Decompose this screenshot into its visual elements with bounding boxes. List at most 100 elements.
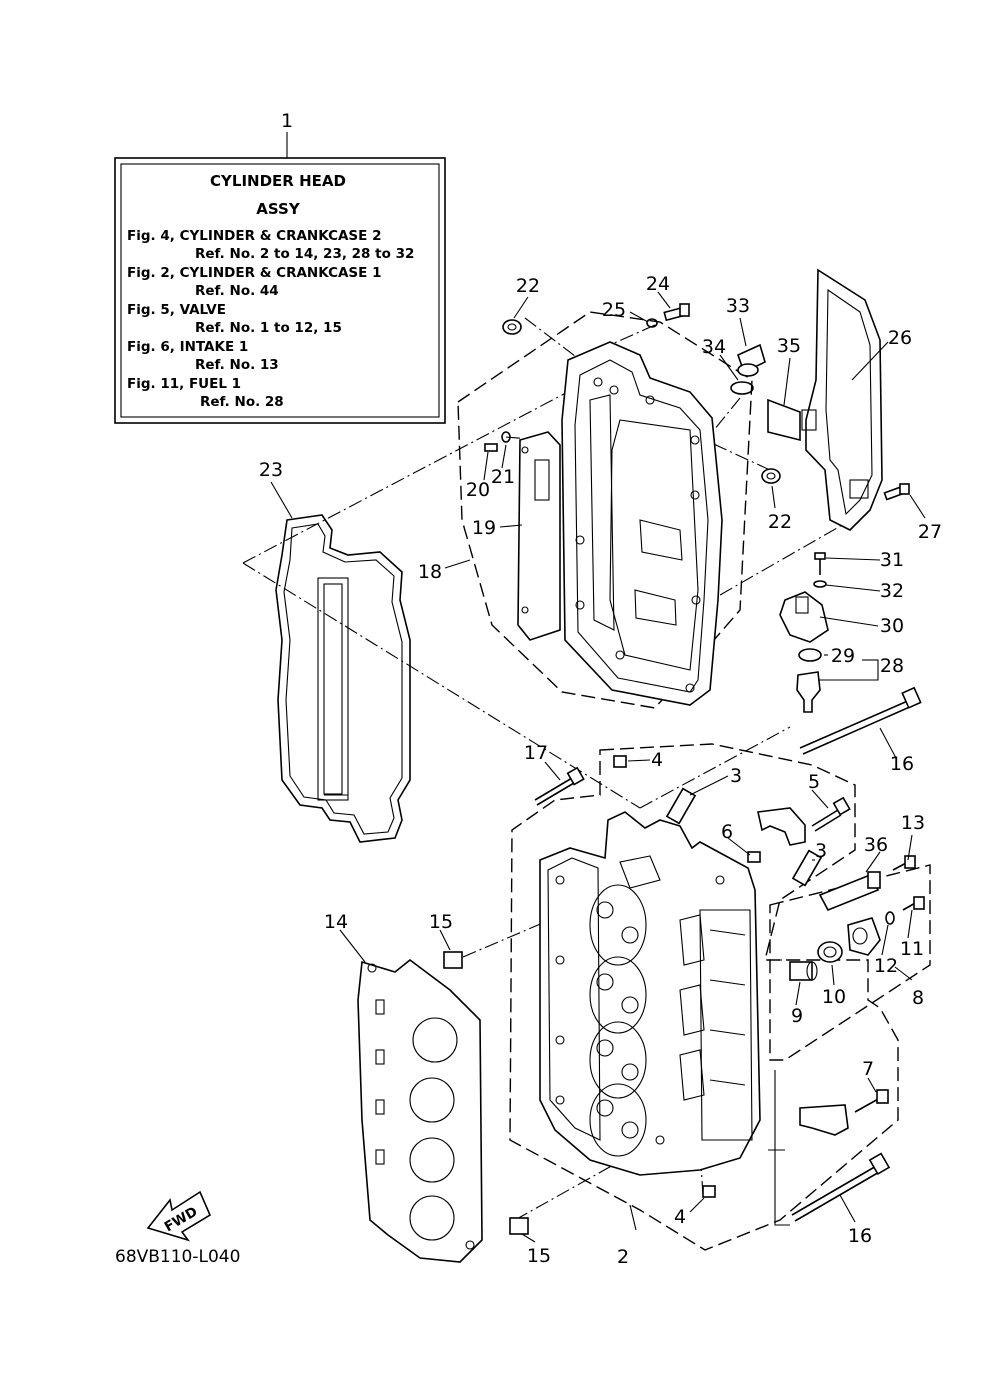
part-26-bracket — [801, 268, 883, 531]
group-outline-cylinder-head-cover — [457, 311, 753, 709]
reference-line: Fig. 4, CYLINDER & CRANKCASE 2 — [127, 228, 381, 244]
callout-8: 8 — [912, 987, 924, 1009]
forward-arrow-icon: FWD — [146, 1190, 212, 1242]
callout-25: 25 — [602, 299, 626, 321]
callout-26: 26 — [888, 327, 912, 349]
part-31-bolt — [814, 552, 826, 575]
callout-33: 33 — [726, 295, 750, 317]
reference-line: Ref. No. 1 to 12, 15 — [195, 320, 342, 336]
part-13-bolt — [892, 855, 916, 871]
callout-15: 15 — [527, 1245, 551, 1267]
part-25-washer — [646, 318, 658, 328]
part-22-grommet — [761, 468, 781, 484]
callout-21: 21 — [491, 466, 515, 488]
reference-line: Ref. No. 13 — [195, 357, 279, 373]
reference-line: Ref. No. 28 — [200, 394, 284, 410]
part-3-dowel — [791, 849, 823, 887]
reference-box: CYLINDER HEAD ASSY Fig. 4, CYLINDER & CR… — [114, 132, 446, 424]
callout-29: 29 — [831, 645, 855, 667]
callout-15: 15 — [429, 911, 453, 933]
part-32-washer — [813, 580, 827, 588]
reference-line-16 — [774, 1070, 790, 1226]
reference-line: Ref. No. 2 to 14, 23, 28 to 32 — [195, 246, 414, 262]
reference-line: Fig. 11, FUEL 1 — [127, 376, 241, 392]
part-4-plug — [702, 1185, 716, 1198]
callout-7: 7 — [862, 1058, 874, 1080]
callout-4: 4 — [651, 749, 663, 771]
part-16-long-bolt — [791, 1152, 891, 1222]
callout-6: 6 — [721, 821, 733, 843]
group-outline-cylinder-head — [509, 743, 899, 1251]
part-36-sensor — [818, 871, 881, 912]
callout-27: 27 — [918, 521, 942, 543]
part-35-label — [767, 398, 801, 442]
part-15-dowel — [443, 951, 463, 969]
callout-16: 16 — [848, 1225, 872, 1247]
callout-16: 16 — [890, 753, 914, 775]
part-16-long-bolt — [799, 686, 922, 755]
callout-14: 14 — [324, 911, 348, 933]
part-7-bolt — [854, 1089, 889, 1113]
callout-1: 1 — [281, 110, 293, 132]
reference-box-title-1: CYLINDER HEAD — [210, 172, 346, 190]
callout-22: 22 — [516, 275, 540, 297]
part-15-dowel — [509, 1217, 529, 1235]
callout-20: 20 — [466, 479, 490, 501]
part-3-dowel — [665, 787, 697, 825]
drawing-code: 68VB110-L040 — [115, 1247, 240, 1267]
bearing-cap — [757, 807, 806, 846]
callout-17: 17 — [524, 742, 548, 764]
reference-line: Fig. 5, VALVE — [127, 302, 226, 318]
part-4-plug — [613, 755, 627, 768]
callout-numbers: 1 22 24 25 33 34 35 26 27 22 20 21 19 18… — [259, 110, 942, 1268]
part-12-washer — [885, 911, 895, 925]
callout-19: 19 — [472, 517, 496, 539]
reference-line: Ref. No. 44 — [195, 283, 279, 299]
part-21-washer — [501, 431, 511, 443]
part-24-bolt — [663, 303, 690, 322]
part-19-cover-plate — [517, 431, 561, 641]
part-33-cap — [737, 343, 766, 377]
callout-35: 35 — [777, 335, 801, 357]
part-11-bolt — [902, 896, 925, 911]
reference-box-title-2: ASSY — [256, 200, 301, 218]
reference-line: Fig. 6, INTAKE 1 — [127, 339, 248, 355]
callout-22: 22 — [768, 511, 792, 533]
callout-24: 24 — [646, 273, 670, 295]
callout-3: 3 — [730, 765, 742, 787]
part-8-thermostat-cover — [847, 917, 881, 956]
part-28-sensor — [796, 671, 821, 713]
callout-9: 9 — [791, 1005, 803, 1027]
callout-23: 23 — [259, 459, 283, 481]
callout-28: 28 — [880, 655, 904, 677]
callout-2: 2 — [617, 1246, 629, 1268]
part-5-bolt — [811, 796, 851, 832]
part-23-head-cover-gasket — [275, 514, 411, 843]
part-20-bolt — [484, 443, 498, 452]
part-34-o-ring — [730, 381, 754, 395]
reference-line: Fig. 2, CYLINDER & CRANKCASE 1 — [127, 265, 381, 281]
part-10-fitting — [817, 941, 843, 963]
part-18-cylinder-head-cover — [561, 341, 723, 706]
part-14-head-gasket — [357, 958, 483, 1263]
part-29-o-ring — [798, 648, 822, 662]
callout-34: 34 — [702, 336, 726, 358]
callout-5: 5 — [808, 771, 820, 793]
part-2-cylinder-head — [539, 811, 761, 1176]
callout-12: 12 — [874, 955, 898, 977]
part-6-pin — [747, 851, 761, 863]
callout-13: 13 — [901, 812, 925, 834]
leader-lines — [270, 291, 926, 1243]
callout-31: 31 — [880, 549, 904, 571]
part-22-grommet — [502, 319, 522, 335]
callout-4: 4 — [674, 1206, 686, 1228]
part-30-sensor-holder — [779, 591, 829, 643]
callout-32: 32 — [880, 580, 904, 602]
callout-30: 30 — [880, 615, 904, 637]
part-9-plug — [789, 961, 818, 981]
group-outline-parts-8 — [769, 864, 931, 1061]
part-17-bolt — [534, 766, 585, 806]
callout-36: 36 — [864, 834, 888, 856]
